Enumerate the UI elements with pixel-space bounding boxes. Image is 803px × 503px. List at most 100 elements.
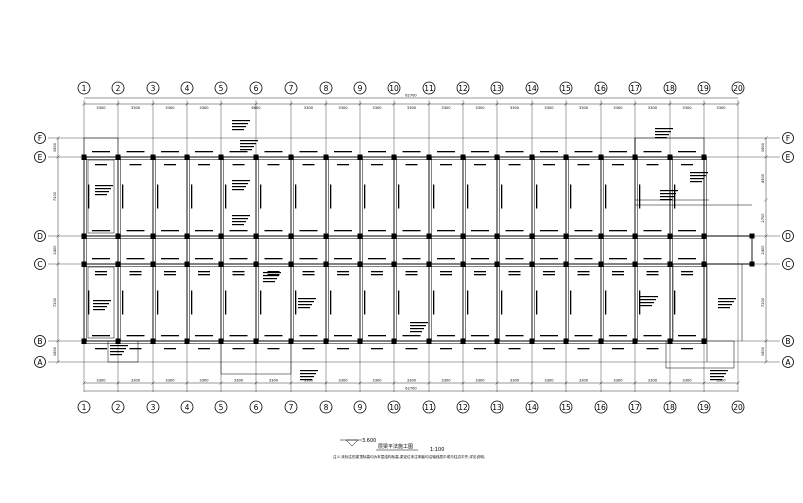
beam-label-mark <box>368 230 386 232</box>
beam-label-mark <box>126 258 145 260</box>
beam-label-mark <box>260 290 262 315</box>
beam-label-mark <box>405 348 418 350</box>
dim-text-bottom: 3300 <box>338 379 348 383</box>
column <box>357 261 363 267</box>
beam-label-mark <box>267 164 280 166</box>
beam-label-mark <box>299 258 318 260</box>
beam-label-mark <box>92 230 110 232</box>
beam-label-mark <box>640 296 658 298</box>
beam-label-mark <box>577 271 590 273</box>
dim-text-bottom: 3300 <box>716 379 726 383</box>
beam-label-mark <box>93 306 107 308</box>
beam-label-mark <box>129 274 142 276</box>
axis-label-x: 2 <box>116 403 121 412</box>
beam-label-mark <box>260 184 262 209</box>
beam-label-mark <box>471 258 489 260</box>
dim-tick <box>633 102 637 106</box>
dim-text-right: 2400 <box>761 245 765 255</box>
beam-label-mark <box>681 274 693 276</box>
dim-tick <box>56 136 60 140</box>
beam-annotations <box>88 120 736 381</box>
column <box>460 233 466 239</box>
axis-bubble-x <box>663 81 677 95</box>
beam-label-mark <box>95 194 107 196</box>
column <box>632 338 638 344</box>
axis-label-x: 18 <box>665 84 675 93</box>
beam-label-mark <box>690 181 702 183</box>
beam-label-mark <box>402 258 421 260</box>
axis-bubble-x <box>456 400 470 414</box>
axis-bubble-x <box>146 81 160 95</box>
beam-label-mark <box>110 354 122 356</box>
beam-label-mark <box>609 230 627 232</box>
dim-total-top: 62700 <box>405 94 417 98</box>
beam-label-mark <box>643 151 662 153</box>
dim-text-bottom: 3300 <box>579 379 589 383</box>
dim-text-bottom: 3300 <box>648 379 658 383</box>
axis-bubble-x <box>628 400 642 414</box>
dim-tick <box>702 102 706 106</box>
beam-label-mark <box>640 302 654 304</box>
dim-text-bottom: 3300 <box>234 379 244 383</box>
beam-label-mark <box>577 274 590 276</box>
beam-label-mark <box>646 274 659 276</box>
beam-label-mark <box>122 290 124 315</box>
beam-label-mark <box>334 258 352 260</box>
beam-label-mark <box>508 274 521 276</box>
cantilever-outline <box>634 137 705 158</box>
dim-text-bottom: 3300 <box>544 379 554 383</box>
column <box>460 338 466 344</box>
beam-label-mark <box>295 290 297 315</box>
dim-tick <box>668 102 672 106</box>
beam-label-mark <box>609 335 627 337</box>
beam-label-mark <box>330 290 332 315</box>
axis-label-x: 19 <box>699 84 709 93</box>
beam-label-mark <box>639 290 641 315</box>
dim-tick <box>427 102 431 106</box>
axis-label-x: 17 <box>630 403 640 412</box>
beam-label-mark <box>508 164 521 166</box>
column <box>288 154 294 160</box>
dim-text-top: 3300 <box>544 106 554 110</box>
dim-text-bottom: 3300 <box>131 379 141 383</box>
beam-label-mark <box>540 230 558 232</box>
beam-label-mark <box>93 309 105 311</box>
beam-label-mark <box>93 303 109 305</box>
axis-label-y: D <box>785 232 791 241</box>
axis-bubble-x <box>284 81 298 95</box>
beam-label-mark <box>302 164 315 166</box>
beam-label-mark <box>364 184 366 209</box>
dim-text-top: 3300 <box>199 106 209 110</box>
beam-label-mark <box>198 348 210 350</box>
dim-tick <box>185 102 189 106</box>
dim-tick <box>358 381 362 385</box>
beam-label-mark <box>471 230 489 232</box>
column <box>426 338 432 344</box>
dim-text-left: 1800 <box>53 346 57 356</box>
axis-label-x: 7 <box>289 84 294 93</box>
beam-label-mark <box>232 186 246 188</box>
dim-text-top: 3300 <box>648 106 658 110</box>
axis-bubble-x <box>77 81 91 95</box>
axis-bubble-x <box>663 400 677 414</box>
beam-label-mark <box>674 290 676 315</box>
dim-text-top: 3300 <box>96 106 106 110</box>
beam-label-mark <box>718 304 732 306</box>
beam-label-mark <box>164 348 176 350</box>
beam-label-mark <box>643 335 662 337</box>
beam-label-mark <box>232 271 245 273</box>
axis-label-x: 14 <box>527 403 537 412</box>
column <box>632 233 638 239</box>
column <box>357 154 363 160</box>
beam-label-mark <box>264 151 283 153</box>
beam-label-mark <box>95 271 107 273</box>
beam-label-mark <box>640 305 652 307</box>
beam-label-mark <box>364 290 366 315</box>
beam-label-mark <box>191 184 193 209</box>
column <box>701 338 707 344</box>
beam-label-mark <box>410 325 426 327</box>
dim-text-top: 3300 <box>613 106 623 110</box>
beam-label-mark <box>612 164 624 166</box>
beam-label-mark <box>240 146 254 148</box>
